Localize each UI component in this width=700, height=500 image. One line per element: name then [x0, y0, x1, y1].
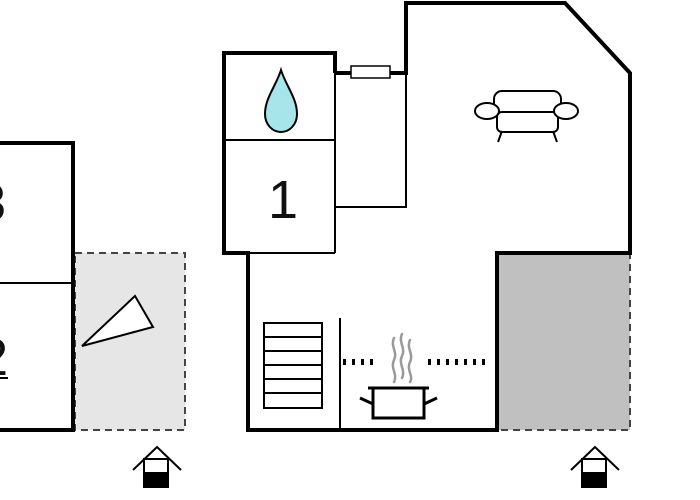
cooking-pot-icon	[359, 386, 438, 420]
terrace-sun-icon	[81, 294, 155, 347]
sofa-icon	[474, 90, 579, 143]
entrance-icon	[570, 445, 620, 488]
window	[350, 65, 391, 79]
entrance-icon	[132, 445, 182, 488]
left-wing-walls	[0, 141, 75, 432]
room-label-3: 3	[0, 174, 6, 232]
room-label-1: 1	[268, 170, 298, 230]
steam-icon	[391, 332, 413, 384]
staircase-icon	[263, 322, 323, 409]
water-drop-icon	[263, 66, 299, 134]
terrace-right	[496, 252, 631, 431]
main-walls	[222, 1, 632, 432]
room-label-2: 2	[0, 329, 8, 387]
